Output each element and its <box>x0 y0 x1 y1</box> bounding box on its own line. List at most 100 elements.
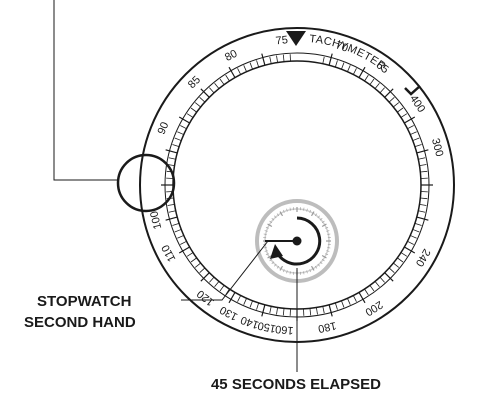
bezel-tick <box>169 158 176 159</box>
bezel-tick <box>375 281 379 286</box>
scale-label-120: 120 <box>195 287 217 308</box>
scale-label-400: 400 <box>407 93 427 115</box>
bezel-tick <box>180 241 186 244</box>
bezel-tick <box>277 56 278 63</box>
bezel-tick <box>257 60 259 67</box>
scale-label-80: 80 <box>223 48 239 64</box>
bezel-tick <box>393 263 398 267</box>
scale-label-100: 100 <box>148 210 164 231</box>
bezel-tick <box>262 54 265 66</box>
bezel-tick <box>187 253 193 257</box>
bezel-tick <box>250 301 253 308</box>
scale-label-150: 150 <box>257 319 277 335</box>
bezel-tick <box>420 171 427 172</box>
highlight-circle-80 <box>118 155 174 211</box>
bezel-tick <box>175 138 182 141</box>
bezel-tick <box>175 229 182 232</box>
scale-label-110: 110 <box>160 243 179 264</box>
bezel-tick <box>220 285 224 291</box>
bezel-tick <box>244 65 247 71</box>
subdial-hub <box>293 237 302 246</box>
twelve-oclock-marker-icon <box>286 31 306 46</box>
bezel-tick <box>353 295 356 301</box>
bezel-tick <box>191 258 197 262</box>
bezel-tick <box>195 263 200 267</box>
bezel-tick <box>417 217 429 220</box>
bezel-tick <box>283 55 284 62</box>
bezel-tick <box>180 126 186 129</box>
bezel-tick <box>365 75 369 81</box>
bezel-tick <box>329 305 332 317</box>
bezel-tick <box>323 57 324 64</box>
bezel-tick <box>341 63 344 70</box>
bezel-tick <box>316 307 317 314</box>
bezel-tick <box>380 88 385 93</box>
bezel-tick <box>200 97 205 102</box>
bezel-tick <box>335 303 337 310</box>
bezel-tick <box>310 308 311 315</box>
bezel-tick <box>397 108 403 112</box>
bezel-tick <box>168 204 175 205</box>
bezel-tick <box>353 68 356 74</box>
bezel-tick <box>329 54 332 66</box>
bezel-tick <box>335 60 337 67</box>
bezel-tick <box>415 145 422 147</box>
stopwatch-label-line1: STOPWATCH <box>37 293 131 310</box>
tachymeter-title: TACHYMETER <box>309 33 388 73</box>
bezel-tick <box>191 108 197 112</box>
bezel-tick <box>347 65 350 71</box>
bezel-tick <box>380 277 385 282</box>
bezel-tick <box>410 132 416 135</box>
bezel-tick <box>187 114 193 118</box>
bezel-tick <box>172 223 179 225</box>
bezel-tick <box>389 268 394 273</box>
bezel-tick <box>397 258 403 262</box>
bezel-tick <box>172 145 179 147</box>
bezel-tick <box>407 126 413 129</box>
bezel-tick <box>420 198 427 199</box>
bezel-tick <box>166 150 178 153</box>
bezel-tick <box>413 138 420 141</box>
bezel-tick <box>215 83 219 88</box>
bezel-tick <box>389 97 394 102</box>
tachymeter-title-text: TACHYMETER <box>309 33 388 73</box>
bezel-tick <box>401 253 407 257</box>
bezel-tick <box>365 289 369 295</box>
bezel-tick <box>419 165 426 166</box>
bezel-tick <box>215 281 219 286</box>
bezel-tick <box>262 305 265 317</box>
highlight-leader-line <box>54 0 118 180</box>
bezel-tick <box>418 211 425 212</box>
scale-label-130: 130 <box>218 303 240 322</box>
bezel-tick <box>270 306 271 313</box>
bezel-tick <box>166 217 178 220</box>
bezel-tick <box>209 88 214 93</box>
scale-label-300: 300 <box>429 137 445 158</box>
bezel-tick <box>277 307 278 314</box>
bezel-tick <box>401 114 407 118</box>
bezel-tick <box>200 268 205 273</box>
stopwatch-leader-line <box>181 241 268 300</box>
scale-label-90: 90 <box>156 120 172 136</box>
scale-label-85: 85 <box>186 74 203 91</box>
bezel-tick <box>413 229 420 232</box>
bezel-tick <box>418 158 425 159</box>
bezel-tick <box>209 277 214 282</box>
bezel-tick <box>238 68 241 74</box>
bezel-tick <box>270 57 271 64</box>
bezel-tick <box>244 298 247 304</box>
scale-label-240: 240 <box>413 247 433 269</box>
bezel-tick <box>341 301 344 308</box>
bezel-tick <box>407 241 413 244</box>
bezel-tick <box>257 303 259 310</box>
scale-label-160: 160 <box>275 323 294 337</box>
bezel-tick <box>370 79 374 85</box>
bezel-tick <box>283 308 284 315</box>
stopwatch-label-line2: SECOND HAND <box>24 314 136 331</box>
bezel-tick <box>419 204 426 205</box>
bezel-tick <box>410 235 416 238</box>
bezel-tick <box>250 63 253 70</box>
bezel-tick <box>177 235 183 238</box>
